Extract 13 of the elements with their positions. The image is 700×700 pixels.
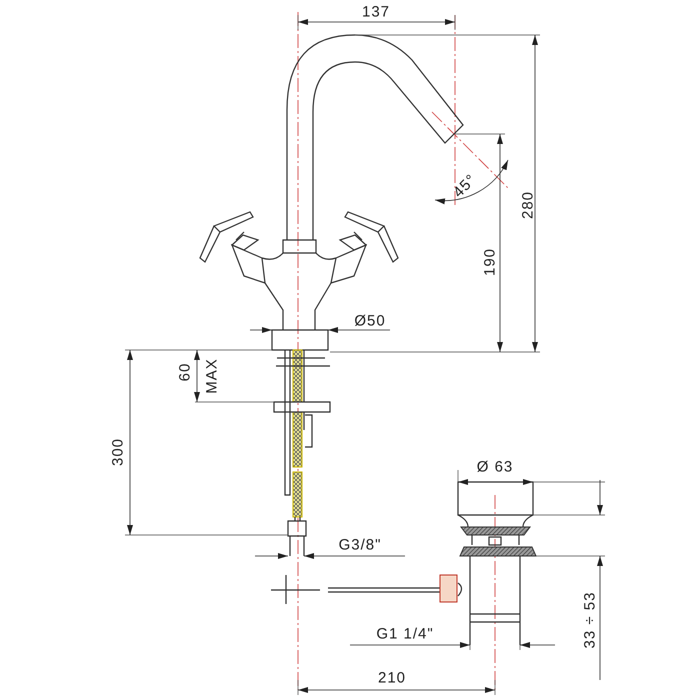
dimension-text: Ø50 (354, 314, 386, 328)
dimension-text: Ø 63 (476, 460, 514, 474)
dimension-text: MAX (204, 358, 220, 394)
dimension-text: 210 (378, 670, 406, 686)
dimension-text: G3/8" (338, 538, 382, 552)
dimension-text: 190 (482, 248, 498, 276)
dimension-text: 60 (178, 362, 192, 382)
dimension-text: 33 ÷ 53 (582, 592, 598, 648)
dimension-text: G1 1/4" (376, 626, 434, 642)
dimension-text: 280 (520, 190, 536, 220)
dimension-text: 137 (362, 4, 390, 20)
dimension-text: 300 (110, 438, 126, 466)
dimension-text: 45° (450, 172, 480, 200)
